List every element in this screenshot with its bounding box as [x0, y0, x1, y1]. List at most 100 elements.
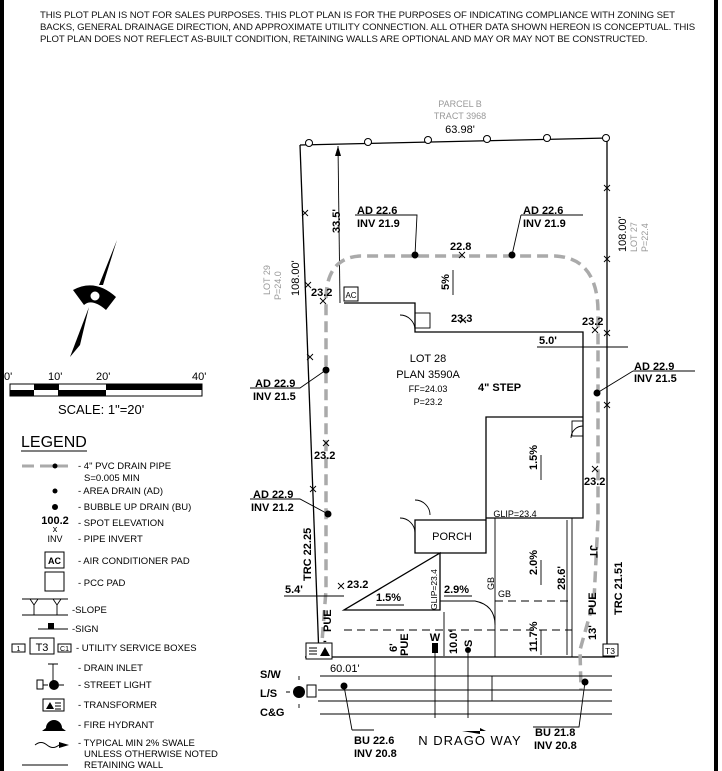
- legend-item: - PCC PAD: [78, 578, 125, 589]
- drain-1-inv: INV 21.9: [357, 218, 400, 230]
- finish-floor: FF=24.03: [409, 384, 448, 394]
- spot-elevation: 23.2: [584, 476, 605, 488]
- drain-3-inv: INV 21.5: [253, 391, 296, 403]
- north-arrow-icon: [70, 240, 117, 357]
- lot27-label: LOT 27: [629, 222, 639, 252]
- spot-elevation: 23.2: [311, 287, 332, 299]
- pue-right: PUE: [587, 592, 599, 615]
- drain-7-bu: BU 21.8: [535, 727, 575, 739]
- drain-pipe: [319, 254, 600, 691]
- drain-6-bu: BU 22.6: [354, 735, 394, 747]
- sidewalk-label: S/W: [260, 669, 281, 681]
- scale-tick: 10': [48, 371, 62, 383]
- t3-label: T3: [605, 646, 615, 656]
- svg-text:x: x: [53, 524, 58, 534]
- bottom-dimension: 60.01': [330, 663, 360, 675]
- ac-pad: [343, 286, 359, 302]
- slope-label: 11.7%: [528, 621, 540, 652]
- legend-symbols: 100.2 x INV AC 1 T3 C1: [11, 463, 72, 766]
- top-dimension: 63.98': [445, 124, 475, 136]
- slope-label: 1.5%: [376, 592, 401, 604]
- drain-1-ad: AD 22.6: [357, 205, 397, 217]
- drain-5-inv: INV 21.2: [251, 502, 294, 514]
- curb-gutter-label: C&G: [260, 707, 284, 719]
- pue-front: PUE: [399, 633, 411, 656]
- front-setback: 10.0': [448, 630, 460, 654]
- plan-number: PLAN 3590A: [396, 369, 460, 381]
- drain-4-ad: AD 22.9: [634, 361, 674, 373]
- slope-label: 5%: [440, 274, 452, 290]
- drain-2-inv: INV 21.9: [523, 218, 566, 230]
- slope-label: 2.9%: [444, 584, 469, 596]
- scale-tick: 40': [192, 371, 206, 383]
- pad-elevation: P=23.2: [414, 397, 443, 407]
- grade-break-2: GB: [486, 577, 496, 590]
- left-setback: 5.4': [285, 584, 303, 596]
- legend-ac-symbol: AC: [48, 556, 61, 566]
- street-name: N DRAGO WAY: [418, 733, 521, 748]
- spot-elevation: 23.2: [347, 579, 368, 591]
- rear-setback-line: [337, 145, 341, 304]
- slope-label: 2.0%: [528, 550, 540, 575]
- lot-number: LOT 28: [410, 353, 447, 365]
- spot-elevation: 23.2: [582, 316, 603, 328]
- lot29-pad: P=24.0: [273, 271, 283, 300]
- ac-label: AC: [345, 291, 356, 300]
- spot-elevation: 23.3: [451, 313, 472, 325]
- legend-box-c1: C1: [60, 646, 69, 653]
- legend-item: - PIPE INVERT: [78, 534, 143, 545]
- lot27-pad: P=22.4: [640, 223, 650, 252]
- drain-4-inv: INV 21.5: [634, 373, 677, 385]
- arrowhead-icon: [335, 146, 341, 156]
- legend-item-sub: S=0.005 MIN: [84, 473, 140, 484]
- grade-break: GB: [498, 589, 511, 599]
- trc-right: TRC 21.51: [613, 562, 625, 615]
- landscape-label: L/S: [260, 688, 277, 700]
- drain-6-inv: INV 20.8: [354, 748, 397, 760]
- porch-label: PORCH: [432, 531, 472, 543]
- scale-tick: 20': [96, 371, 110, 383]
- legend-item: - TYPICAL MIN 2% SWALE: [78, 738, 195, 749]
- legend-item: - AREA DRAIN (AD): [78, 486, 163, 497]
- driveway: [344, 518, 573, 657]
- legend-item: - SPOT ELEVATION: [78, 518, 164, 529]
- disclaimer-note: THIS PLOT PLAN IS NOT FOR SALES PURPOSES…: [40, 10, 696, 45]
- legend-inv-symbol: INV: [47, 534, 62, 544]
- street-arrow-icon: [462, 728, 486, 734]
- step-label: 4" STEP: [478, 382, 521, 394]
- left-dimension: 108.00': [290, 260, 302, 296]
- legend-item: - UTILITY SERVICE BOXES: [76, 643, 197, 654]
- glip-label-2: GLIP=23.4: [429, 569, 439, 610]
- pue-left: PUE: [322, 609, 334, 632]
- legend-item: - FIRE HYDRANT: [78, 720, 154, 731]
- glip-label: GLIP=23.4: [493, 509, 536, 519]
- legend-item-sub: UNLESS OTHERWISE NOTED: [84, 749, 218, 760]
- water-label: W: [430, 632, 441, 644]
- scale-tick: 0': [4, 371, 12, 383]
- drain-5-ad: AD 22.9: [253, 489, 293, 501]
- legend-item: -SIGN: [72, 624, 99, 635]
- street-light-icon: [286, 676, 317, 708]
- lot29-label: LOT 29: [262, 265, 272, 295]
- legend-title: LEGEND: [21, 434, 87, 451]
- spot-elevation-marks: [319, 251, 599, 590]
- legend-item: - BUBBLE UP DRAIN (BU): [78, 502, 191, 513]
- water-meter-icon: [432, 643, 438, 653]
- house-footprint: [341, 302, 584, 611]
- trc-left-label: TRC 22.25: [302, 528, 314, 581]
- legend-item: - STREET LIGHT: [78, 680, 152, 691]
- legend-item: - 4" PVC DRAIN PIPE: [78, 461, 171, 472]
- transformer-icon: [305, 642, 333, 660]
- legend-item: - DRAIN INLET: [78, 663, 143, 674]
- joint-trench: JT: [587, 545, 599, 558]
- spot-elevation: 23.2: [314, 450, 335, 462]
- drain-3-ad: AD 22.9: [255, 378, 295, 390]
- scale-label: SCALE: 1"=20': [58, 402, 144, 417]
- tract-label: TRACT 3968: [434, 111, 486, 121]
- sewer-label: S: [463, 640, 475, 647]
- rear-setback: 33.5': [331, 209, 343, 233]
- street: [318, 675, 612, 715]
- scale-bar: [9, 383, 203, 397]
- legend-item: RETAINING WALL: [84, 760, 163, 771]
